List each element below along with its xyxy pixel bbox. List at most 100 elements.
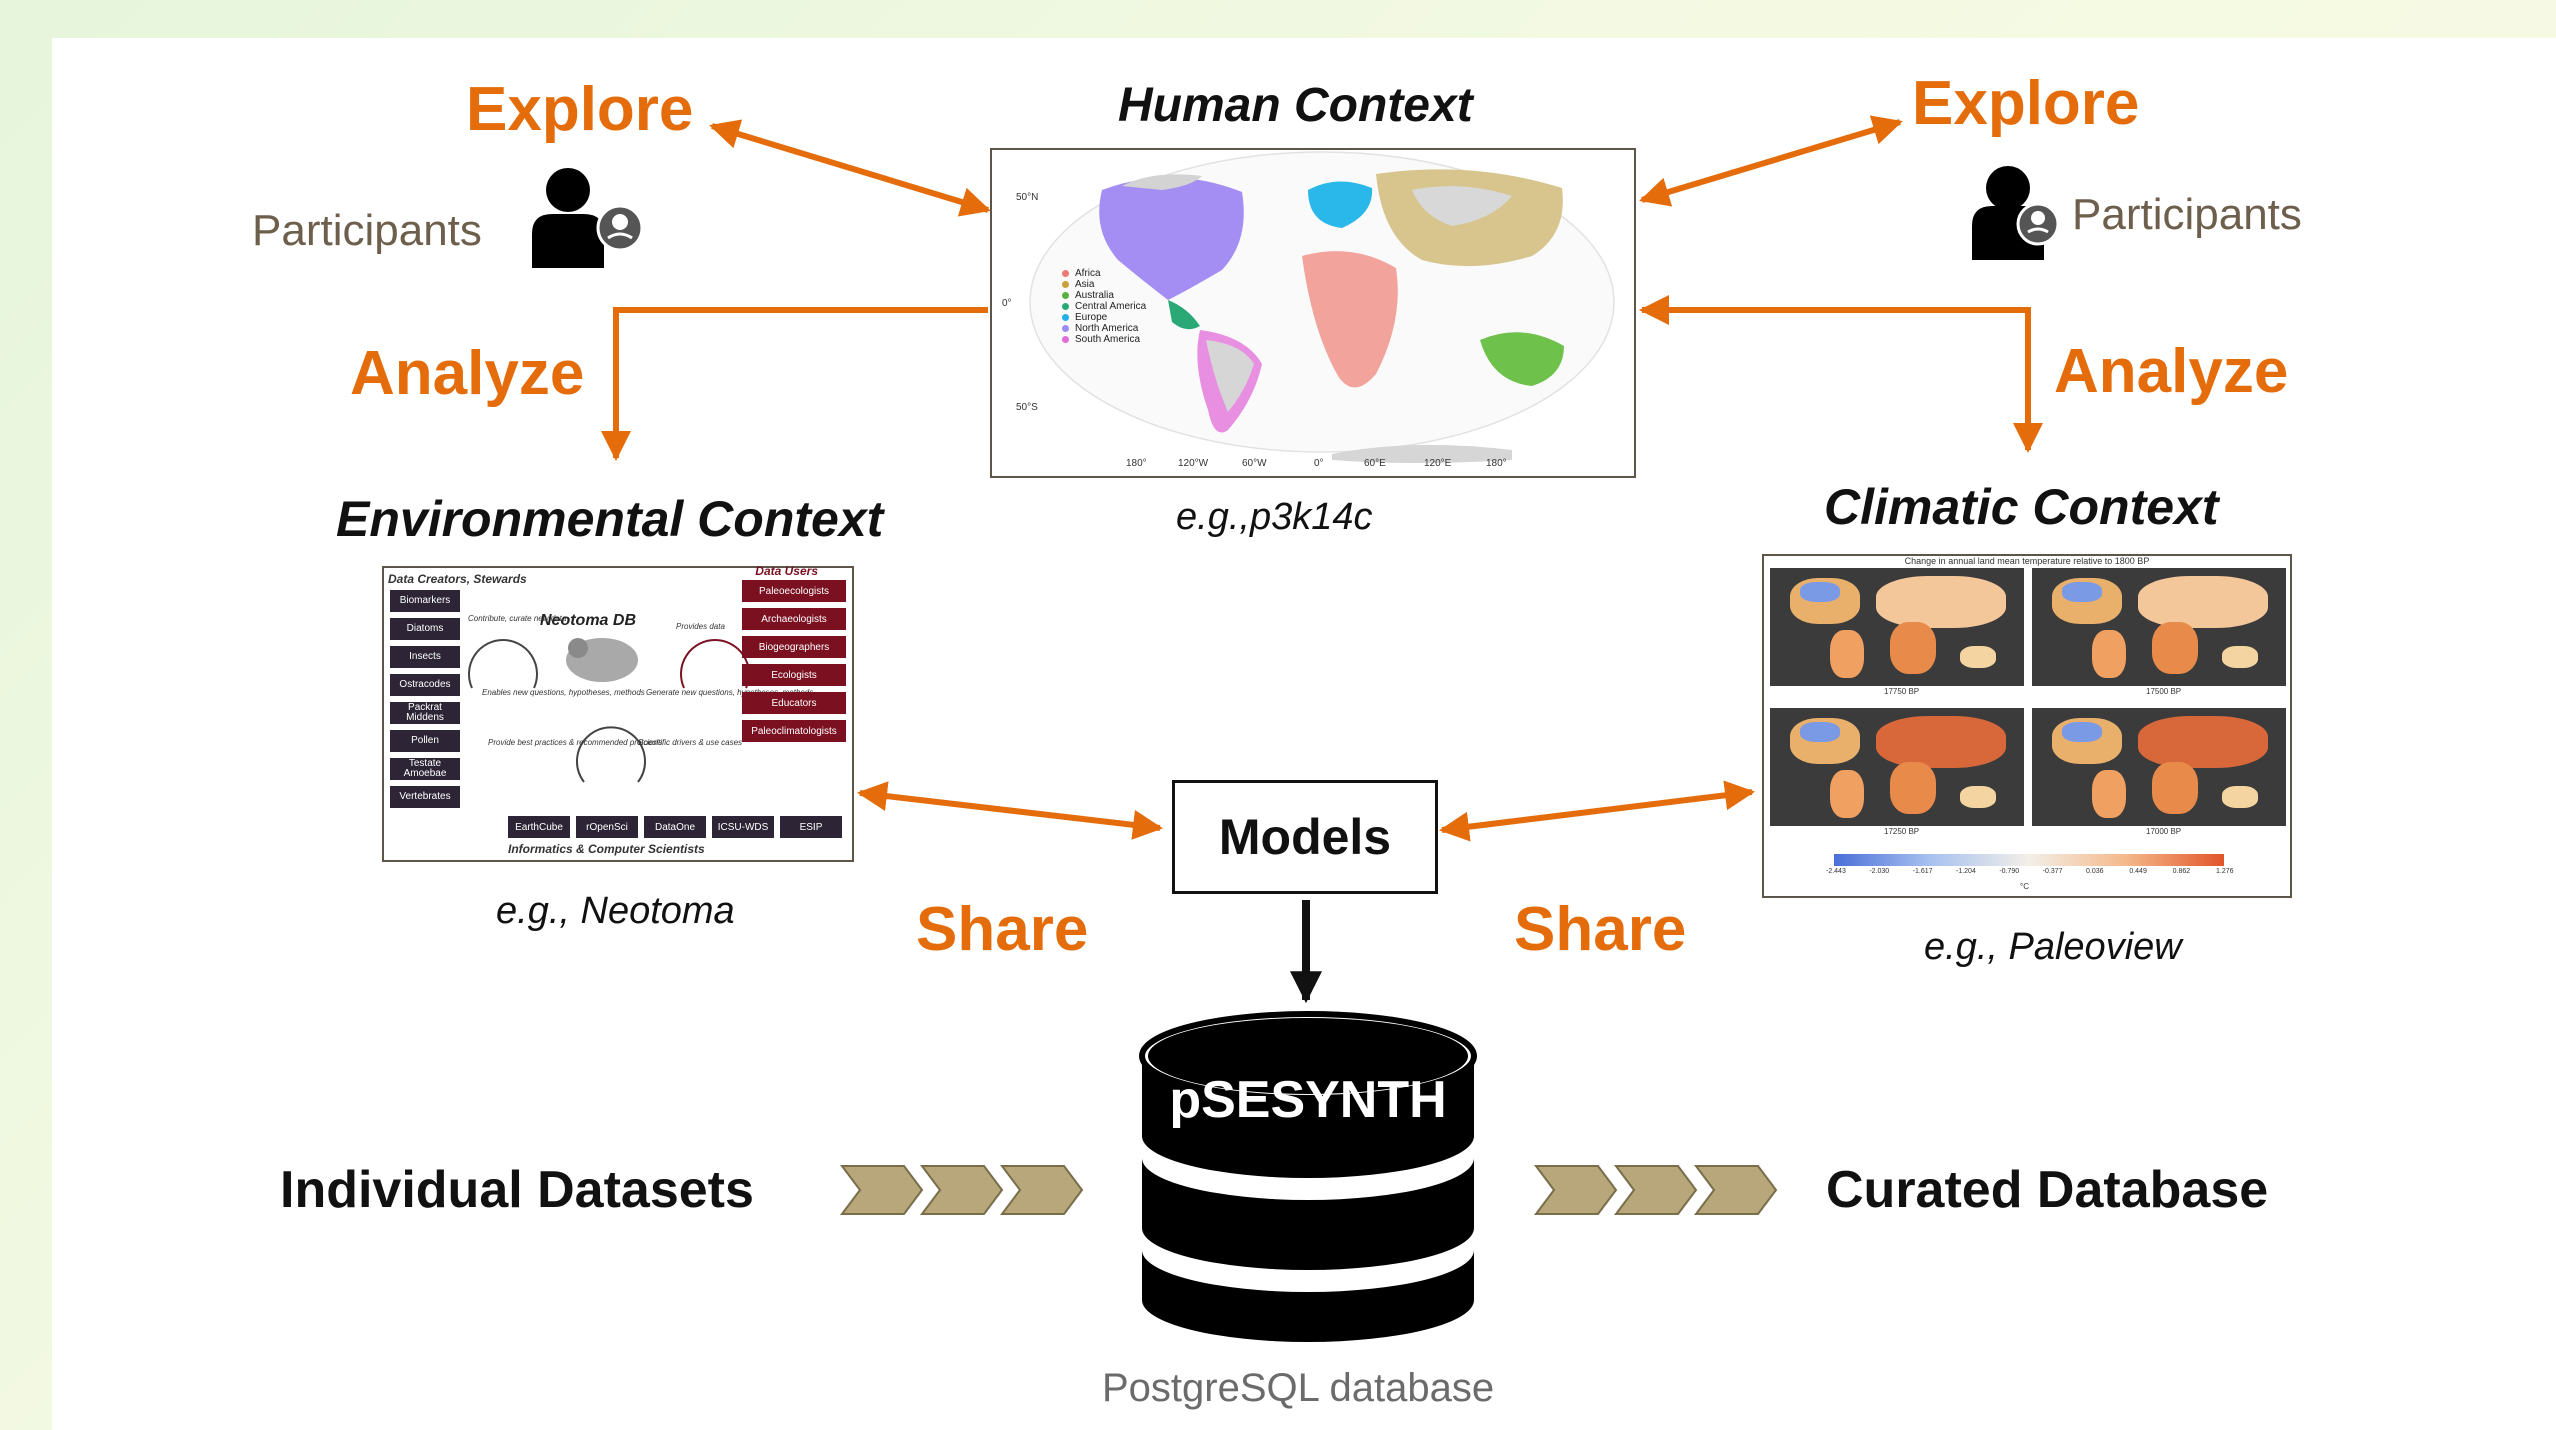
paleoview-scale-tick: 0.449 [2129, 868, 2147, 875]
user-item: Paleoecologists [742, 580, 846, 602]
lon-label-3: 60°W [1242, 458, 1267, 469]
paleoview-panel-label: 17500 BP [2146, 687, 2182, 696]
creator-item: Ostracodes [390, 674, 460, 696]
legend-label: South America [1075, 334, 1141, 345]
partner-item: ICSU-WDS [712, 816, 774, 838]
legend-item: Africa [1062, 268, 1146, 279]
creator-item: Biomarkers [390, 590, 460, 612]
paleoview-map-panel [1770, 708, 2024, 826]
world-map [1029, 151, 1615, 463]
users-title: Data Users [755, 564, 818, 578]
lon-label-6: 120°E [1424, 458, 1452, 469]
paleoview-scale-tick: 1.276 [2216, 868, 2234, 875]
legend-item: North America [1062, 323, 1146, 334]
neotoma-panel: Data Creators, Stewards Data Users Neoto… [382, 564, 854, 862]
database-subtitle: PostgreSQL database [1102, 1366, 1495, 1410]
creator-item: Diatoms [390, 618, 460, 640]
note-enables: Enables new questions, hypotheses, metho… [482, 688, 645, 697]
lon-label-2: 120°W [1178, 458, 1209, 469]
environmental-context-title: Environmental Context [336, 491, 884, 547]
user-item: Biogeographers [742, 636, 846, 658]
lon-label-7: 180° [1486, 458, 1507, 469]
ingest-chevrons [840, 1165, 1084, 1215]
legend-swatch [1062, 281, 1069, 288]
paleoview-scale-tick: -1.204 [1956, 868, 1976, 875]
legend-swatch [1062, 336, 1069, 343]
human-context-title: Human Context [1118, 79, 1473, 132]
individual-datasets-label: Individual Datasets [280, 1161, 754, 1219]
creators-title: Data Creators, Stewards [388, 572, 527, 586]
output-chevrons [1534, 1165, 1778, 1215]
partner-item: rOpenSci [576, 816, 638, 838]
legend-item: Asia [1062, 279, 1146, 290]
participants-icon-left [532, 168, 644, 268]
human-context-caption: e.g.,p3k14c [1176, 496, 1373, 538]
lon-label-1: 180° [1126, 458, 1147, 469]
creator-item: Packrat Middens [390, 702, 460, 724]
legend-swatch [1062, 314, 1069, 321]
lon-label-4: 0° [1314, 458, 1324, 469]
user-item: Archaeologists [742, 608, 846, 630]
legend-item: South America [1062, 334, 1146, 345]
creator-item: Vertebrates [390, 786, 460, 808]
environmental-context-caption: e.g., Neotoma [496, 890, 735, 932]
legend-label: Australia [1075, 290, 1114, 301]
partner-item: EarthCube [508, 816, 570, 838]
note-generate: Generate new questions, hypotheses, meth… [646, 688, 814, 697]
creator-item: Testate Amoebae [390, 758, 460, 780]
paleoview-map-panel [2032, 708, 2286, 826]
paleoview-scale-tick: -1.617 [1912, 868, 1933, 875]
curated-database-label: Curated Database [1826, 1161, 2269, 1219]
legend-swatch [1062, 292, 1069, 299]
paleoview-panel-label: 17250 BP [1884, 827, 1920, 836]
partner-item: DataOne [644, 816, 706, 838]
user-item: Ecologists [742, 664, 846, 686]
legend-item: Australia [1062, 290, 1146, 301]
paleoview-scale-tick: -0.377 [2042, 868, 2063, 875]
paleoview-chart-title: Change in annual land mean temperature r… [1904, 556, 2150, 566]
lon-label-5: 60°E [1364, 458, 1386, 469]
user-item: Educators [742, 692, 846, 714]
models-box: Models [1172, 780, 1438, 894]
share-label-left: Share [916, 895, 1089, 964]
legend-item: Europe [1062, 312, 1146, 323]
legend-swatch [1062, 270, 1069, 277]
analyze-label-right: Analyze [2054, 337, 2289, 406]
paleoview-colorbar [1834, 854, 2224, 866]
database-icon [1139, 1011, 1477, 1342]
partner-item: ESIP [780, 816, 842, 838]
analyze-right-connector [1639, 295, 2043, 453]
connector-layer [532, 115, 2060, 1342]
paleoview-scale-tick: -0.790 [1999, 868, 2020, 875]
user-item: Paleoclimatologists [742, 720, 846, 742]
lat-label-0: 0° [1002, 298, 1012, 309]
paleoview-scale-tick: 0.862 [2172, 868, 2191, 875]
paleoview-scale-tick: 0.036 [2086, 868, 2104, 875]
note-practices: Provide best practices & recommended pro… [488, 738, 663, 747]
legend-item: Central America [1062, 301, 1146, 312]
legend-swatch [1062, 325, 1069, 332]
legend-label: Central America [1075, 301, 1147, 312]
climatic-context-caption: e.g., Paleoview [1924, 926, 2182, 968]
participants-icon-right [1972, 166, 2060, 260]
creator-item: Insects [390, 646, 460, 668]
explore-left-arrow [709, 119, 991, 217]
paleoview-panel-label: 17000 BP [2146, 827, 2182, 836]
explore-label-left: Explore [466, 75, 694, 144]
analyze-left-connector [601, 307, 988, 461]
paleoview-scale-tick: -2.443 [1826, 868, 1846, 875]
paleoview-panel: Change in annual land mean temperature r… [1762, 554, 2292, 898]
share-right-arrow [1439, 780, 1755, 842]
neotoma-cycle [468, 638, 750, 783]
legend-label: North America [1075, 323, 1139, 334]
participants-label-left: Participants [252, 206, 482, 255]
note-provides: Provides data [676, 622, 725, 631]
note-drivers: Scientific drivers & use cases [638, 738, 743, 747]
explore-label-right: Explore [1912, 69, 2140, 138]
participants-label-right: Participants [2072, 190, 2302, 239]
creator-item: Pollen [390, 730, 460, 752]
climatic-context-title: Climatic Context [1824, 479, 2219, 535]
legend-swatch [1062, 303, 1069, 310]
database-name: pSESYNTH [1169, 1071, 1447, 1129]
